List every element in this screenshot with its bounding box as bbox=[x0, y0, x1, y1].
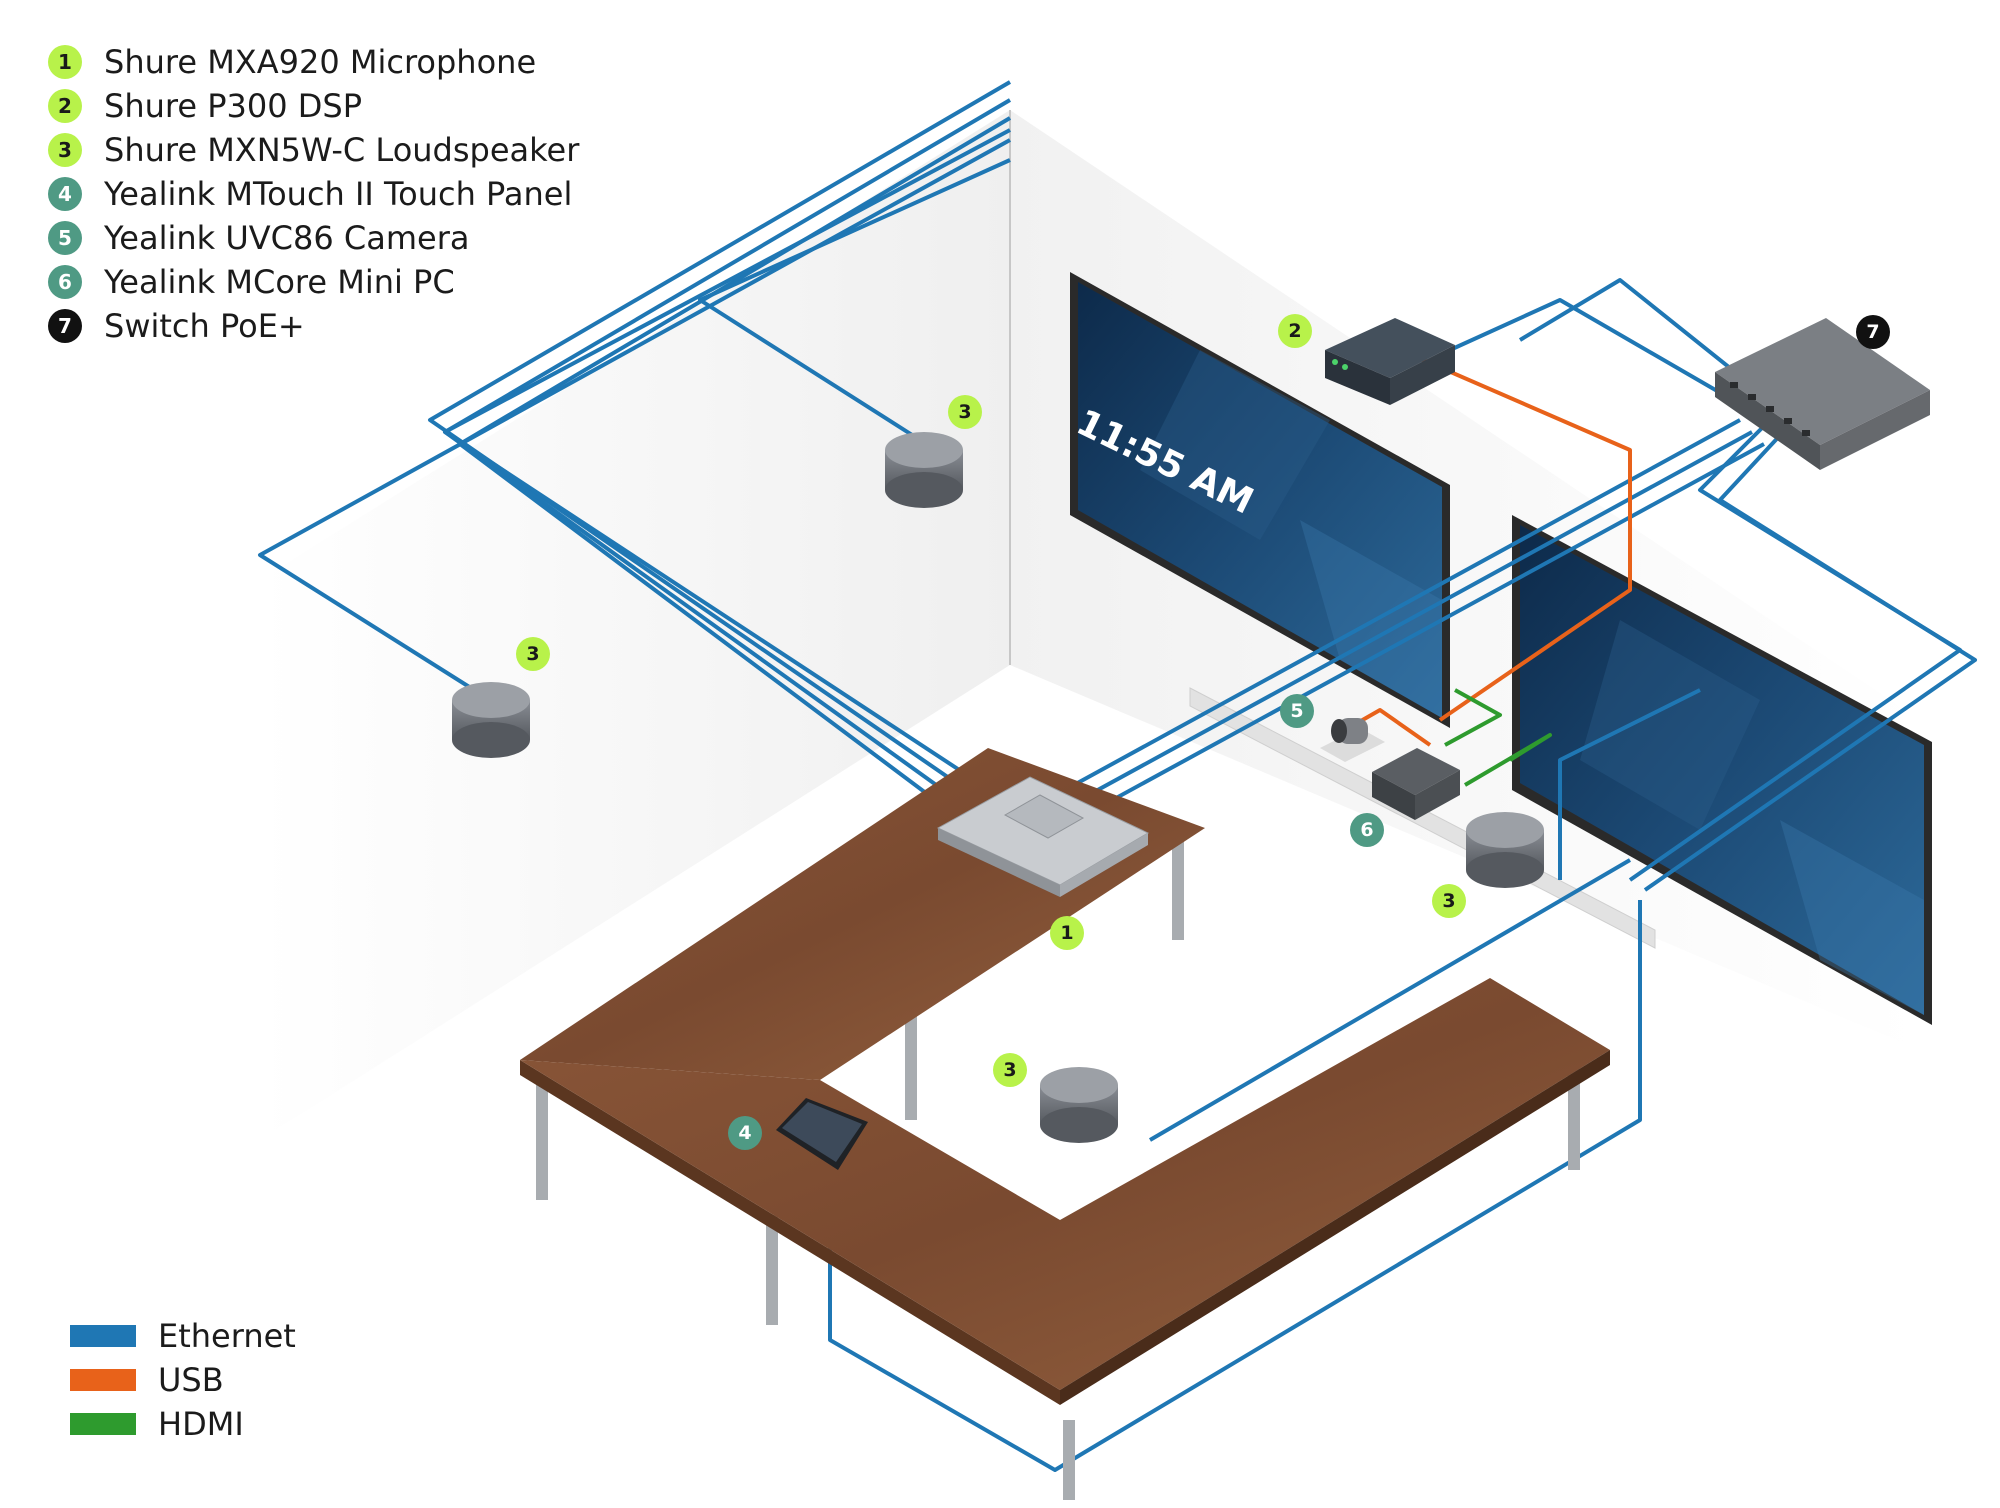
touch-panel bbox=[776, 1098, 868, 1170]
callout-loudspeaker-b: 3 bbox=[516, 637, 550, 671]
mini-pc bbox=[1372, 748, 1460, 820]
loudspeaker-d bbox=[1040, 1067, 1118, 1143]
ptz-camera bbox=[1320, 718, 1385, 762]
callout-mic: 1 bbox=[1050, 916, 1084, 950]
legend-label: Switch PoE+ bbox=[104, 307, 305, 345]
callout-loudspeaker-c: 3 bbox=[1432, 884, 1466, 918]
legend-badge: 2 bbox=[48, 89, 82, 123]
dsp-unit bbox=[1325, 318, 1455, 405]
legend-badge: 6 bbox=[48, 265, 82, 299]
cable-label: Ethernet bbox=[158, 1317, 296, 1355]
loudspeaker-b bbox=[452, 682, 530, 758]
legend-item-loudspeaker: 3 Shure MXN5W-C Loudspeaker bbox=[48, 130, 579, 170]
callout-camera: 5 bbox=[1280, 694, 1314, 728]
display-right bbox=[1512, 515, 1932, 1025]
legend-badge: 5 bbox=[48, 221, 82, 255]
display-left bbox=[1070, 272, 1450, 728]
legend-label: Shure MXN5W-C Loudspeaker bbox=[104, 131, 580, 169]
loudspeaker-c bbox=[1466, 812, 1544, 888]
legend-item-mini-pc: 6 Yealink MCore Mini PC bbox=[48, 262, 455, 302]
legend-badge: 1 bbox=[48, 45, 82, 79]
legend-item-mic: 1 Shure MXA920 Microphone bbox=[48, 42, 536, 82]
legend-badge: 7 bbox=[48, 309, 82, 343]
ethernet-cables bbox=[258, 80, 1977, 1472]
cable-label: USB bbox=[158, 1361, 224, 1399]
legend-label: Shure P300 DSP bbox=[104, 87, 362, 125]
cable-swatch-hdmi bbox=[70, 1413, 136, 1435]
legend-item-camera: 5 Yealink UVC86 Camera bbox=[48, 218, 469, 258]
cable-legend-usb: USB bbox=[70, 1360, 224, 1400]
legend-item-touch-panel: 4 Yealink MTouch II Touch Panel bbox=[48, 174, 572, 214]
callout-switch: 7 bbox=[1856, 315, 1890, 349]
cable-label: HDMI bbox=[158, 1405, 244, 1443]
loudspeaker-a bbox=[885, 432, 963, 508]
legend-label: Yealink UVC86 Camera bbox=[104, 219, 470, 257]
ceiling-mic-array bbox=[936, 776, 1150, 897]
legend-label: Yealink MCore Mini PC bbox=[104, 263, 455, 301]
cable-swatch-usb bbox=[70, 1369, 136, 1391]
legend-item-dsp: 2 Shure P300 DSP bbox=[48, 86, 362, 126]
callout-dsp: 2 bbox=[1278, 314, 1312, 348]
callout-loudspeaker-d: 3 bbox=[993, 1053, 1027, 1087]
cable-swatch-ethernet bbox=[70, 1325, 136, 1347]
legend-badge: 3 bbox=[48, 133, 82, 167]
cable-legend-hdmi: HDMI bbox=[70, 1404, 244, 1444]
poe-switch bbox=[1715, 318, 1930, 470]
legend-item-switch: 7 Switch PoE+ bbox=[48, 306, 305, 346]
cable-legend-ethernet: Ethernet bbox=[70, 1316, 296, 1356]
legend-label: Yealink MTouch II Touch Panel bbox=[104, 175, 573, 213]
callout-mini-pc: 6 bbox=[1350, 813, 1384, 847]
left-wall bbox=[260, 110, 1010, 1140]
callout-touch-panel: 4 bbox=[728, 1116, 762, 1150]
legend-label: Shure MXA920 Microphone bbox=[104, 43, 537, 81]
hdmi-cables bbox=[1444, 688, 1552, 787]
callout-loudspeaker-a: 3 bbox=[948, 395, 982, 429]
legend-badge: 4 bbox=[48, 177, 82, 211]
